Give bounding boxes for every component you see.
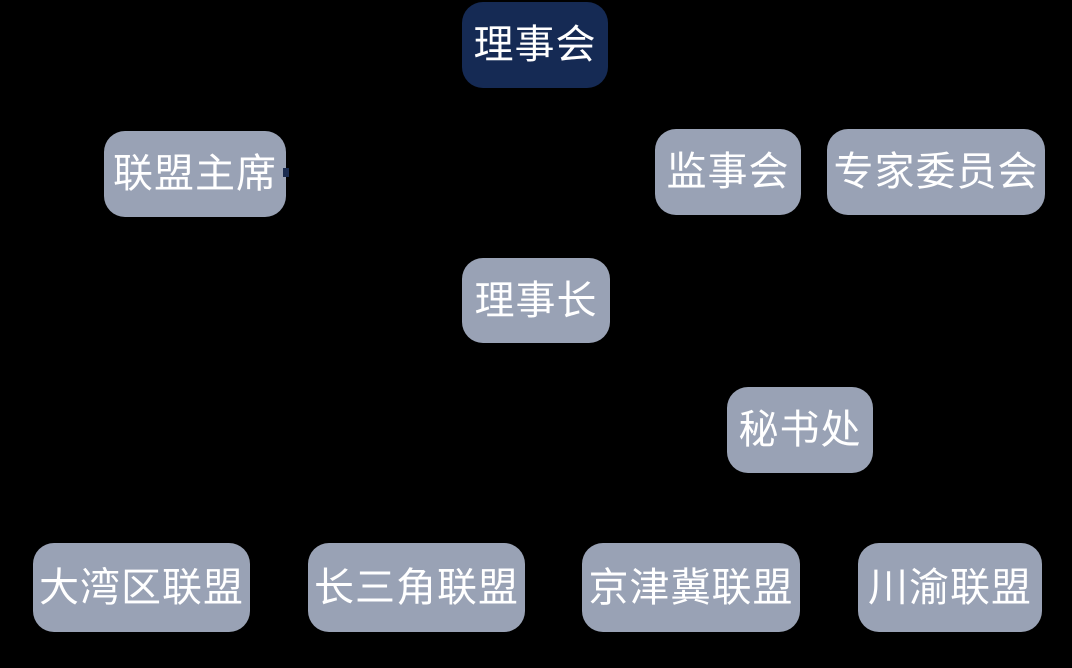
org-node-beijing-tianjin-hebei-alliance: 京津冀联盟 [582,543,800,632]
org-node-greater-bay-area-alliance: 大湾区联盟 [33,543,250,632]
org-node-expert-committee: 专家委员会 [827,129,1045,215]
org-node-president: 理事长 [462,258,610,343]
connector-stub [283,168,289,177]
org-node-supervisory-board: 监事会 [655,129,801,215]
org-node-yangtze-river-delta-alliance: 长三角联盟 [308,543,525,632]
org-node-board: 理事会 [462,2,608,88]
org-node-alliance-chairman: 联盟主席 [104,131,286,217]
org-node-sichuan-chongqing-alliance: 川渝联盟 [858,543,1042,632]
org-node-secretariat: 秘书处 [727,387,873,473]
